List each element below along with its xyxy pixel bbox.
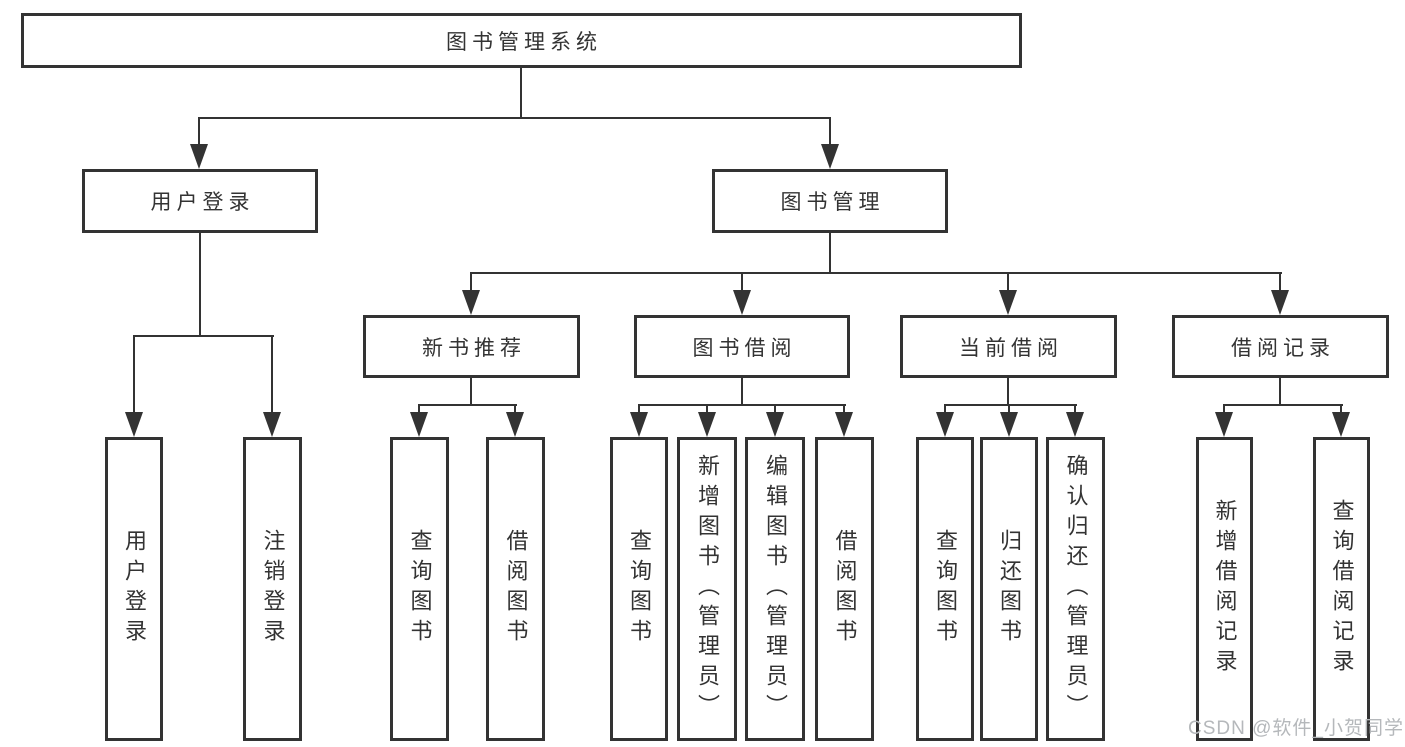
arrowhead-down-icon — [1271, 290, 1289, 315]
edge-line — [638, 404, 846, 406]
arrowhead-down-icon — [190, 144, 208, 169]
edge-line — [1007, 272, 1009, 292]
leaf-borrow-books: 借阅图书 — [486, 437, 545, 741]
edge-line — [418, 404, 420, 414]
edge-line — [638, 404, 640, 414]
leaf-query-borrow-record: 查询借阅记录 — [1313, 437, 1370, 741]
leaf-logout: 注销登录 — [243, 437, 302, 741]
leaf-label: 确认归还（管理员） — [1063, 454, 1089, 724]
edge-line — [199, 233, 201, 336]
edge-line — [1223, 404, 1225, 414]
leaf-query-books: 查询图书 — [610, 437, 668, 741]
edge-line — [741, 378, 743, 406]
edge-line — [1340, 404, 1342, 414]
edge-line — [271, 335, 273, 414]
leaf-return-books: 归还图书 — [980, 437, 1038, 741]
arrowhead-down-icon — [1066, 412, 1084, 437]
leaf-label: 新增借阅记录 — [1212, 499, 1238, 679]
node-book-borrowing: 图书借阅 — [634, 315, 850, 378]
arrowhead-down-icon — [835, 412, 853, 437]
arrowhead-down-icon — [1000, 412, 1018, 437]
leaf-label: 借阅图书 — [832, 529, 858, 649]
edge-line — [133, 335, 274, 337]
edge-line — [706, 404, 708, 414]
arrowhead-down-icon — [821, 144, 839, 169]
arrowhead-down-icon — [462, 290, 480, 315]
edge-line — [520, 68, 522, 118]
watermark-csdn: CSDN @软件_小贺同学 — [1188, 718, 1404, 739]
edge-line — [1074, 404, 1076, 414]
leaf-label: 注销登录 — [260, 529, 286, 649]
arrowhead-down-icon — [999, 290, 1017, 315]
arrowhead-down-icon — [936, 412, 954, 437]
arrowhead-down-icon — [766, 412, 784, 437]
arrowhead-down-icon — [1332, 412, 1350, 437]
arrowhead-down-icon — [1215, 412, 1233, 437]
edge-line — [1279, 272, 1281, 292]
node-user-login: 用户登录 — [82, 169, 318, 233]
node-new-book-recommendation: 新书推荐 — [363, 315, 580, 378]
arrowhead-down-icon — [733, 290, 751, 315]
leaf-add-book-admin: 新增图书（管理员） — [677, 437, 737, 741]
leaf-confirm-return-admin: 确认归还（管理员） — [1046, 437, 1105, 741]
edge-line — [843, 404, 845, 414]
edge-line — [829, 117, 831, 147]
arrowhead-down-icon — [698, 412, 716, 437]
edge-line — [514, 404, 516, 414]
node-library-management-system: 图书管理系统 — [21, 13, 1022, 68]
leaf-query-books: 查询图书 — [390, 437, 449, 741]
leaf-label: 归还图书 — [997, 529, 1022, 649]
leaf-label: 查询借阅记录 — [1329, 499, 1355, 679]
leaf-user-login: 用户登录 — [105, 437, 163, 741]
arrowhead-down-icon — [506, 412, 524, 437]
edge-line — [1008, 404, 1010, 414]
leaf-label: 编辑图书（管理员） — [763, 454, 788, 724]
arrowhead-down-icon — [263, 412, 281, 437]
leaf-label: 借阅图书 — [503, 529, 529, 649]
node-borrowing-records: 借阅记录 — [1172, 315, 1389, 378]
edge-line — [1279, 378, 1281, 406]
leaf-label: 查询图书 — [933, 529, 958, 649]
edge-line — [774, 404, 776, 414]
edge-line — [944, 404, 946, 414]
leaf-label: 用户登录 — [122, 529, 147, 649]
edge-line — [944, 404, 1077, 406]
edge-line — [741, 272, 743, 292]
leaf-borrow-books: 借阅图书 — [815, 437, 874, 741]
leaf-add-borrow-record: 新增借阅记录 — [1196, 437, 1253, 741]
arrowhead-down-icon — [410, 412, 428, 437]
edge-line — [418, 404, 517, 406]
leaf-label: 查询图书 — [407, 529, 433, 649]
edge-line — [470, 272, 472, 292]
arrowhead-down-icon — [630, 412, 648, 437]
edge-line — [198, 117, 200, 147]
leaf-label: 新增图书（管理员） — [695, 454, 720, 724]
edge-line — [133, 335, 135, 414]
edge-line — [470, 272, 1282, 274]
edge-line — [829, 233, 831, 274]
leaf-label: 查询图书 — [627, 529, 652, 649]
leaf-query-books: 查询图书 — [916, 437, 974, 741]
node-book-management: 图书管理 — [712, 169, 948, 233]
node-current-borrowing: 当前借阅 — [900, 315, 1117, 378]
edge-line — [470, 378, 472, 406]
edge-line — [1007, 378, 1009, 406]
edge-line — [1223, 404, 1343, 406]
edge-line — [199, 117, 831, 119]
arrowhead-down-icon — [125, 412, 143, 437]
leaf-edit-book-admin: 编辑图书（管理员） — [745, 437, 805, 741]
